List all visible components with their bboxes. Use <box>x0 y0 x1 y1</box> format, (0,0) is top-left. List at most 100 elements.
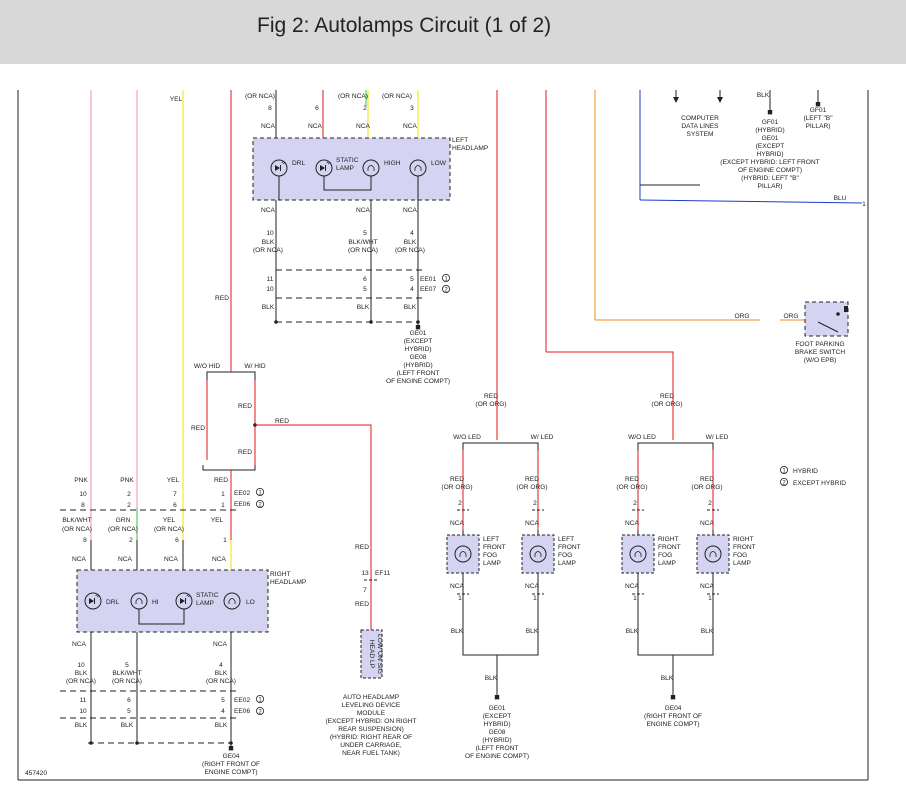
wire-color-label: YEL <box>170 96 183 103</box>
wire-color-label: RED <box>191 425 205 432</box>
ground-label: GF01 <box>810 107 827 114</box>
pin-number: 1 <box>633 595 637 602</box>
ground-bracket <box>637 650 714 656</box>
wire-color-label: BLK <box>661 675 674 682</box>
pin-number: 4 <box>410 286 414 293</box>
wire-color-label: BLU <box>834 195 847 202</box>
wire-color-label: BLK <box>121 722 134 729</box>
splice-dot <box>274 320 278 324</box>
fog-lamp-icon <box>454 545 472 563</box>
pin-number: 8 <box>83 537 87 544</box>
ground-label: GE01 <box>410 330 427 337</box>
connector-label: EF11 <box>375 570 391 577</box>
static-lamp-icon <box>180 598 185 604</box>
static-lamp-icon <box>320 165 325 171</box>
legend-text: HYBRID <box>793 468 818 475</box>
pin-number: 1 <box>223 537 227 544</box>
connector-label: EE02 <box>234 697 250 704</box>
leveling-module-box <box>360 629 383 679</box>
fog-lamp-box <box>521 534 555 574</box>
ground-symbol <box>670 695 676 700</box>
fog-lamp-label: FRONT <box>483 544 506 551</box>
wire-color-label: BLK <box>215 670 228 677</box>
ground-label: (HYBRID) <box>755 127 784 134</box>
wire-color-label: RED <box>525 476 539 483</box>
ground-label: OF ENGINE COMPT) <box>386 378 450 385</box>
ground-label: (EXCEPT <box>756 143 785 150</box>
nca-label: NCA <box>72 556 87 563</box>
static-lamp-icon <box>186 593 190 597</box>
arrow-icon <box>717 97 723 103</box>
right-headlamp-label: HEADLAMP <box>270 579 307 586</box>
legend-symbol: 2 <box>258 502 262 508</box>
pin-number: 6 <box>173 502 177 509</box>
pin-number: 10 <box>266 230 274 237</box>
pin-number: 5 <box>125 662 129 669</box>
legend-symbol: 1 <box>782 468 786 474</box>
wire-color-label: BLK <box>75 670 88 677</box>
connector-label: EE07 <box>420 286 436 293</box>
lamp-label: HIGH <box>384 160 401 167</box>
drl-lamp-icon <box>89 598 94 604</box>
legend-symbol: 1 <box>258 490 262 496</box>
nca-label: NCA <box>403 123 418 130</box>
wire-color-label: (OR ORG) <box>516 484 547 491</box>
pin-number: 1 <box>708 595 712 602</box>
leveling-module-label: AUTO HEADLAMP <box>343 694 400 701</box>
wire-color-label: (OR ORG) <box>441 484 472 491</box>
wire-alt-label: (OR NCA) <box>66 678 96 685</box>
ground-label: GE01 <box>762 135 779 142</box>
leveling-module-label: UNDER CARRIAGE, <box>340 742 402 749</box>
legend-symbol <box>255 695 264 704</box>
leveling-module-label: (EXCEPT HYBRID: ON RIGHT <box>325 718 416 725</box>
nca-label: NCA <box>700 520 715 527</box>
pin-number: 1 <box>221 491 225 498</box>
connector-label: EE01 <box>420 276 436 283</box>
ground-label: HYBRID) <box>483 721 510 728</box>
wire-color-label: RED <box>700 476 714 483</box>
wire-color-label: BLK <box>262 304 275 311</box>
fog-lamp-label: FOG <box>658 552 672 559</box>
legend-symbol <box>780 477 789 486</box>
pin-number: 4 <box>410 230 414 237</box>
lamp-internal-wire <box>138 609 185 625</box>
wire-color-label: BLK <box>404 239 417 246</box>
wire-alt-label: (OR NCA) <box>338 93 368 100</box>
wire-color-label: YEL <box>163 517 176 524</box>
pin-number: 1 <box>221 502 225 509</box>
wire-color-label: BLK <box>451 628 464 635</box>
ground-label: GE01 <box>489 705 506 712</box>
wire-alt-label: (OR NCA) <box>348 247 378 254</box>
computer-data-lines-label: SYSTEM <box>686 131 713 138</box>
fog-lamp-icon <box>704 545 722 563</box>
wire-color-label: BLK <box>75 722 88 729</box>
ground-symbol <box>415 325 421 330</box>
pin-number: 7 <box>173 491 177 498</box>
fog-lamp-label: FOG <box>483 552 497 559</box>
fog-lamp-box <box>696 534 730 574</box>
nca-label: NCA <box>525 583 540 590</box>
wire-color-label: GRN <box>116 517 131 524</box>
leveling-box-label: LOW ON SIG <box>376 634 383 674</box>
wire-color-label: BLK <box>262 239 275 246</box>
wire-blue <box>639 199 863 204</box>
lo-lamp-icon <box>223 592 241 610</box>
pin-number: 13 <box>361 570 369 577</box>
pin-number: 2 <box>363 105 367 112</box>
nca-label: NCA <box>403 207 418 214</box>
fog-lamp-label: LAMP <box>483 560 502 567</box>
pin-number: 2 <box>708 500 712 507</box>
nca-label: NCA <box>212 556 227 563</box>
pin-number: 11 <box>267 276 274 283</box>
wire-alt-label: (OR NCA) <box>382 93 412 100</box>
pin-number: 2 <box>633 500 637 507</box>
wire-color-label: (OR ORG) <box>475 401 506 408</box>
hid-option-label: W/O HID <box>194 363 221 370</box>
legend-symbol: 2 <box>782 480 786 486</box>
lamp-label: DRL <box>106 599 120 606</box>
lamp-label: DRL <box>292 160 306 167</box>
legend-text: EXCEPT HYBRID <box>793 480 846 487</box>
ground-symbol <box>494 695 500 700</box>
hid-option-label: W/ HID <box>244 363 265 370</box>
